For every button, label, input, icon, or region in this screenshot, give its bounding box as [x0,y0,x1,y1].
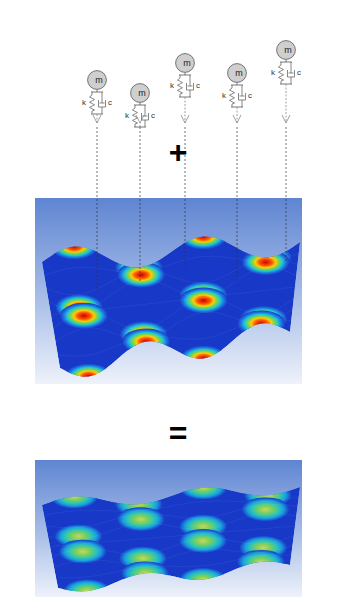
mass-circle: m [175,53,199,73]
damper-label: c [297,69,301,77]
damper-label: c [108,99,112,107]
mass-circle: m [276,40,300,60]
mass-label: m [227,63,251,83]
equals-sign: = [169,417,188,449]
damper-label: c [151,112,155,120]
spring-label: k [222,92,226,100]
mass-label: m [276,40,300,60]
mode-shape-surface [42,476,300,603]
mass-label: m [130,83,154,103]
mass-circle: m [87,70,111,90]
spring-damper-symbols [90,60,295,292]
mass-circle: m [227,63,251,83]
render-background [35,198,302,384]
mass-circle: m [130,83,154,103]
damper-label: c [196,82,200,90]
plus-sign: + [169,136,188,168]
mode-shape-surface [42,224,300,390]
spring-label: k [82,99,86,107]
spring-label: k [170,82,174,90]
mass-label: m [175,53,199,73]
spring-label: k [125,112,129,120]
damper-label: c [248,92,252,100]
mass-label: m [87,70,111,90]
spring-label: k [271,69,275,77]
render-background [35,460,302,597]
